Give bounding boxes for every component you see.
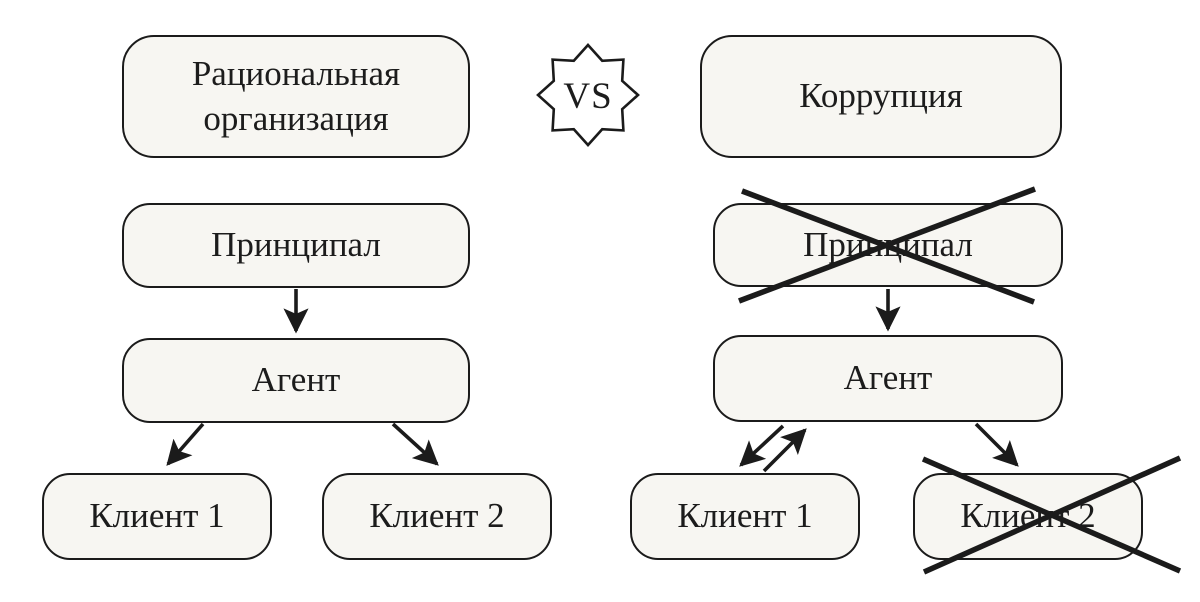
node-client1-right: Клиент 1 [630,473,860,560]
node-client2-right: Клиент 2 [913,473,1143,560]
arrow-agent-to-client2-right [974,422,1019,467]
node-principal-left: Принципал [122,203,470,288]
arrow-agent-to-client2-left [391,422,439,466]
agent-right-label: Агент [843,358,933,398]
node-client2-left: Клиент 2 [322,473,552,560]
client2-right-label: Клиент 2 [960,496,1096,536]
node-client1-left: Клиент 1 [42,473,272,560]
vs-star-shape [536,43,640,147]
arrow-agent-to-client1-left [166,422,205,466]
node-rational-organization: Рациональная организация [122,35,470,158]
arrow-agent-to-client1-right [739,424,785,467]
rational-organization-label: Рациональная организация [191,54,401,138]
vs-star-badge: VS [536,43,640,147]
principal-left-label: Принципал [211,225,381,265]
principal-right-label: Принципал [803,224,973,264]
node-agent-right: Агент [713,335,1063,422]
arrow-client1-to-agent-right [762,428,807,473]
client1-right-label: Клиент 1 [677,496,813,536]
corruption-label: Коррупция [799,76,963,116]
client1-left-label: Клиент 1 [89,496,225,536]
node-agent-left: Агент [122,338,470,423]
node-principal-right: Принципал [713,203,1063,287]
client2-left-label: Клиент 2 [369,496,505,536]
node-corruption: Коррупция [700,35,1062,158]
agent-left-label: Агент [251,360,341,400]
vs-label: VS [563,76,612,117]
